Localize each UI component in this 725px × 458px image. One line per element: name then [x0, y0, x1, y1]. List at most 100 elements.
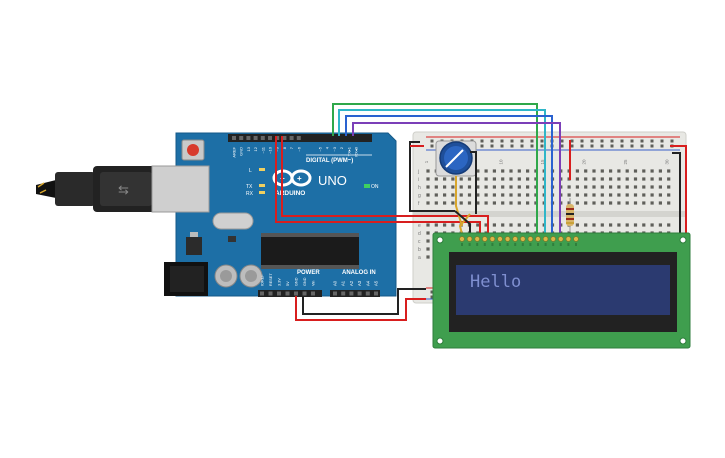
rail-hole[interactable]: [510, 144, 514, 148]
breadboard-hole[interactable]: [667, 177, 671, 181]
rail-hole[interactable]: [600, 144, 604, 148]
breadboard-hole[interactable]: [667, 169, 671, 173]
breadboard-hole[interactable]: [625, 177, 629, 181]
rail-hole[interactable]: [540, 144, 544, 148]
breadboard-hole[interactable]: [484, 201, 488, 205]
wire-teal-d4[interactable]: [338, 109, 546, 234]
header-pin[interactable]: [239, 136, 244, 140]
wire-red-d11[interactable]: [281, 136, 489, 234]
breadboard-hole[interactable]: [609, 185, 613, 189]
breadboard-hole[interactable]: [617, 201, 621, 205]
breadboard-hole[interactable]: [609, 169, 613, 173]
breadboard-hole[interactable]: [633, 201, 638, 205]
breadboard-hole[interactable]: [600, 169, 604, 173]
breadboard-hole[interactable]: [642, 185, 646, 189]
rail-hole[interactable]: [610, 144, 614, 148]
breadboard-hole[interactable]: [451, 185, 455, 189]
rail-hole[interactable]: [480, 144, 484, 148]
breadboard-hole[interactable]: [633, 177, 638, 181]
rail-hole[interactable]: [660, 139, 664, 143]
breadboard-hole[interactable]: [517, 177, 521, 181]
header-pin[interactable]: [296, 136, 301, 140]
breadboard-hole[interactable]: [617, 185, 621, 189]
breadboard-hole[interactable]: [509, 193, 513, 197]
rail-hole[interactable]: [560, 139, 564, 143]
breadboard-hole[interactable]: [443, 193, 447, 197]
breadboard-hole[interactable]: [467, 201, 472, 205]
breadboard-hole[interactable]: [592, 223, 596, 227]
breadboard-hole[interactable]: [584, 193, 588, 197]
breadboard-hole[interactable]: [650, 169, 654, 173]
breadboard-hole[interactable]: [575, 185, 579, 189]
rail-hole[interactable]: [480, 139, 484, 143]
breadboard-hole[interactable]: [517, 169, 521, 173]
lcd-pin[interactable]: [489, 236, 496, 242]
breadboard-hole[interactable]: [625, 169, 629, 173]
breadboard-hole[interactable]: [650, 177, 654, 181]
rail-hole[interactable]: [580, 144, 584, 148]
breadboard-hole[interactable]: [534, 185, 538, 189]
resistor[interactable]: [566, 198, 574, 232]
breadboard-hole[interactable]: [575, 177, 579, 181]
breadboard-hole[interactable]: [434, 223, 438, 227]
breadboard-hole[interactable]: [451, 201, 455, 205]
breadboard-hole[interactable]: [633, 193, 638, 197]
breadboard-hole[interactable]: [650, 201, 654, 205]
breadboard-hole[interactable]: [459, 177, 463, 181]
wire-black-pot-2[interactable]: [470, 151, 477, 214]
reset-button[interactable]: [187, 144, 199, 156]
rail-hole[interactable]: [660, 144, 664, 148]
wire-yellow-contrast[interactable]: [455, 176, 463, 227]
breadboard-hole[interactable]: [484, 169, 488, 173]
breadboard-hole[interactable]: [592, 201, 596, 205]
wire-blue-d3[interactable]: [345, 115, 553, 234]
wire-black-pot[interactable]: [409, 141, 455, 212]
power-analog-header-pins[interactable]: [260, 291, 378, 296]
breadboard-hole[interactable]: [509, 201, 513, 205]
breadboard-hole[interactable]: [451, 193, 455, 197]
breadboard-hole[interactable]: [434, 177, 438, 181]
rail-hole[interactable]: [530, 144, 534, 148]
wire-red-d12[interactable]: [275, 136, 481, 234]
breadboard-hole[interactable]: [609, 177, 613, 181]
rail-hole[interactable]: [640, 144, 644, 148]
breadboard-hole[interactable]: [600, 201, 604, 205]
breadboard-hole[interactable]: [526, 177, 530, 181]
breadboard-hole[interactable]: [434, 201, 438, 205]
rail-hole[interactable]: [490, 144, 494, 148]
header-pin[interactable]: [285, 291, 290, 296]
wire-yellow-2[interactable]: [458, 213, 471, 235]
header-pin[interactable]: [311, 291, 315, 296]
breadboard-hole[interactable]: [426, 169, 430, 173]
lcd-pin[interactable]: [527, 236, 534, 242]
breadboard-hole[interactable]: [617, 223, 621, 227]
breadboard-hole[interactable]: [517, 201, 521, 205]
lcd-pin[interactable]: [535, 236, 541, 242]
breadboard-hole[interactable]: [625, 223, 629, 227]
breadboard-hole[interactable]: [517, 223, 521, 227]
header-pin[interactable]: [341, 291, 346, 296]
breadboard-hole[interactable]: [501, 177, 505, 181]
rail-hole[interactable]: [630, 139, 634, 143]
rail-hole[interactable]: [570, 144, 574, 148]
breadboard-hole[interactable]: [650, 193, 654, 197]
wires[interactable]: [275, 103, 687, 321]
breadboard-hole[interactable]: [476, 193, 480, 197]
breadboard-hole[interactable]: [426, 177, 430, 181]
breadboard-hole[interactable]: [667, 223, 671, 227]
breadboard-hole[interactable]: [484, 223, 488, 227]
lcd-pin[interactable]: [512, 236, 518, 242]
lcd-pin[interactable]: [474, 236, 480, 242]
breadboard-hole[interactable]: [467, 185, 472, 189]
breadboard-hole[interactable]: [443, 185, 447, 189]
header-pin[interactable]: [333, 291, 337, 296]
header-pin[interactable]: [282, 136, 287, 140]
breadboard-hole[interactable]: [509, 169, 513, 173]
lcd-module[interactable]: Hello: [432, 232, 691, 349]
breadboard-hole[interactable]: [633, 169, 638, 173]
header-pin[interactable]: [294, 291, 298, 296]
rail-hole[interactable]: [630, 144, 634, 148]
header-pin[interactable]: [253, 136, 258, 140]
